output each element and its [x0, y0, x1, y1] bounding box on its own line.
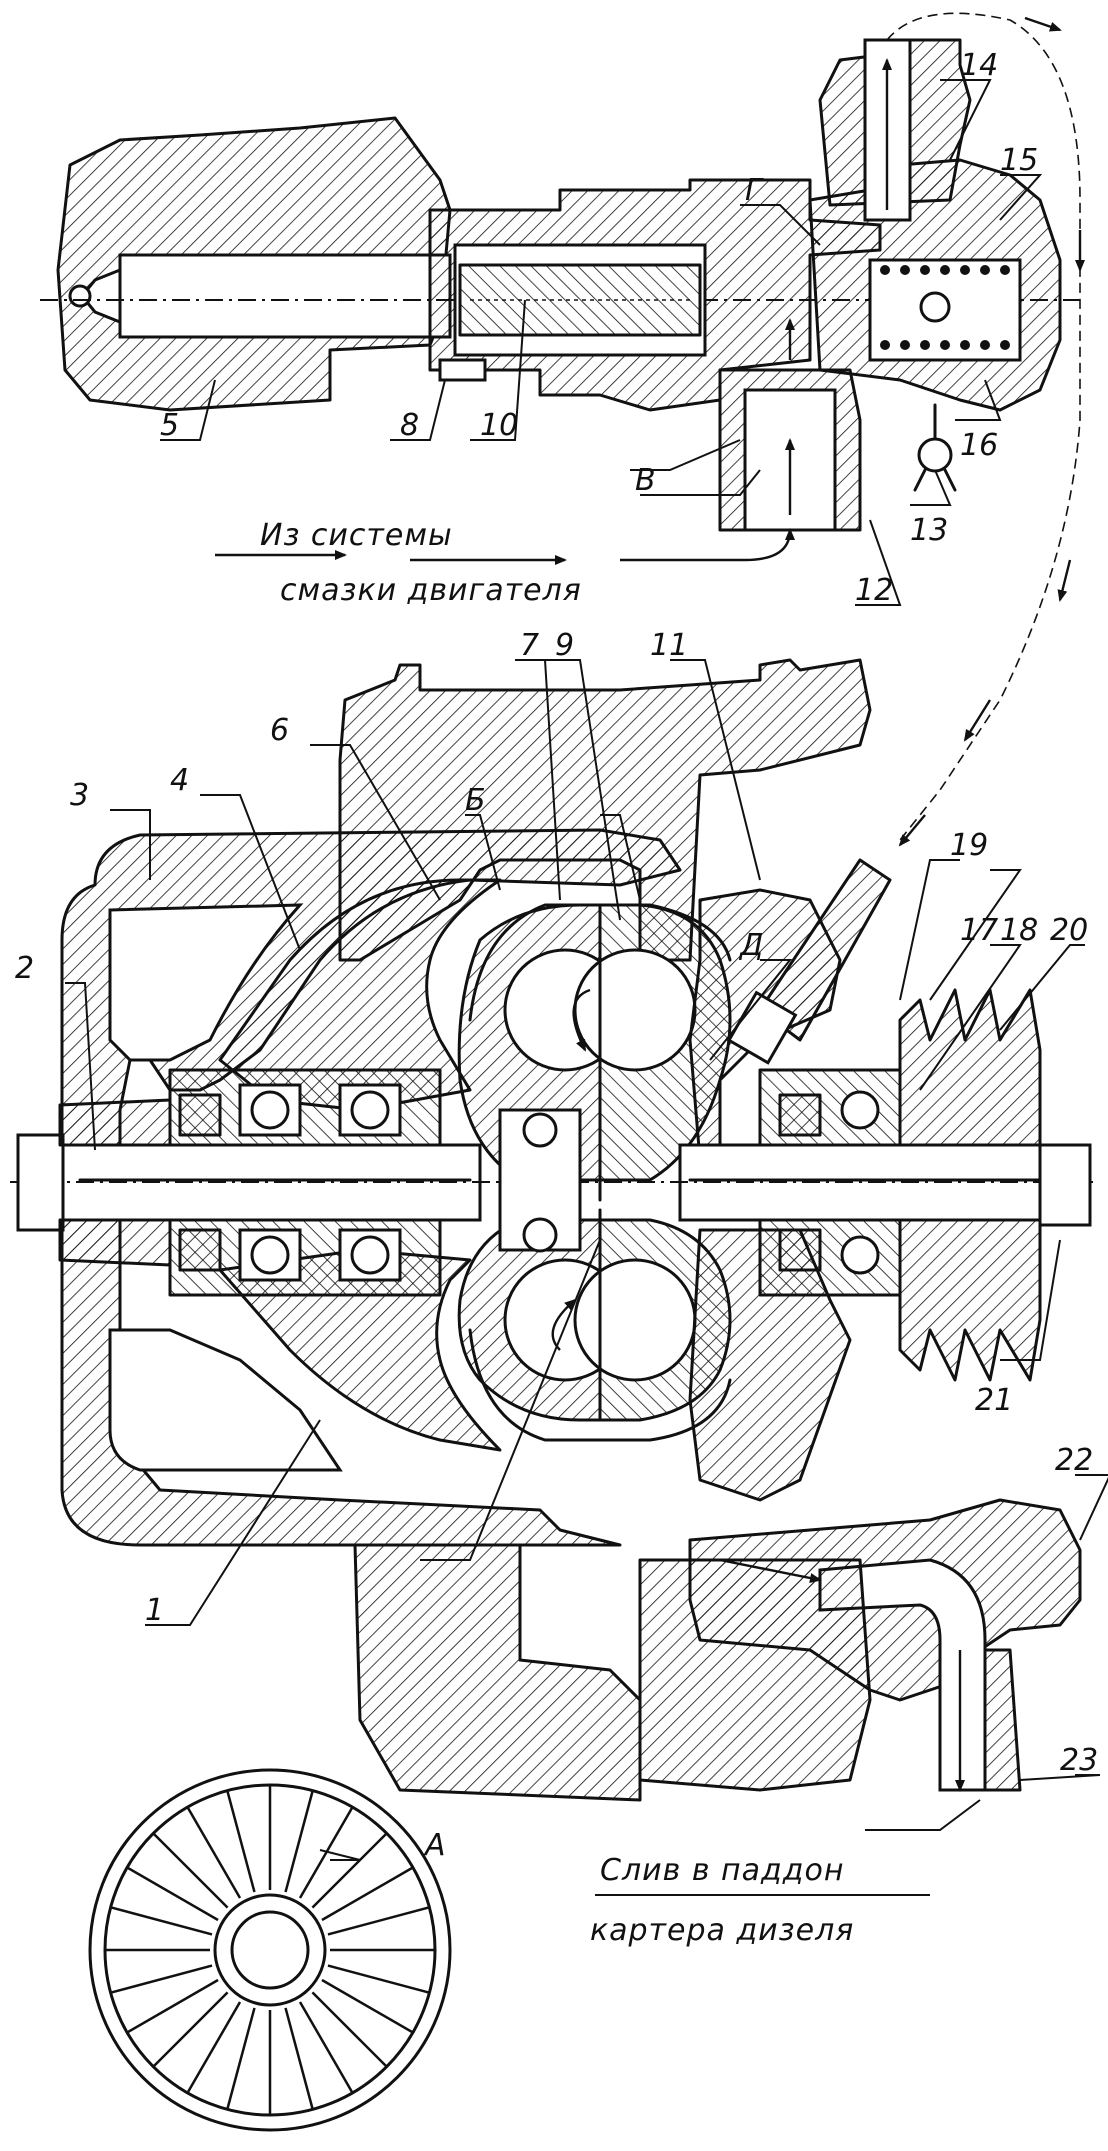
callout-10: 10 — [480, 408, 518, 443]
impeller-outer-rim — [88, 1768, 452, 2132]
callout-16: 16 — [960, 428, 998, 463]
impeller-blade — [126, 1978, 219, 2034]
impeller-blade — [110, 1906, 213, 1936]
callout-3: 3 — [70, 778, 89, 813]
callout-21: 21 — [975, 1383, 1013, 1418]
lower-casing-foot — [353, 1543, 642, 1802]
seal-right-lower — [778, 1228, 822, 1272]
impeller-blade — [186, 2001, 242, 2094]
callout-15: 15 — [1000, 143, 1038, 178]
impeller-blade — [110, 1964, 213, 1994]
center-bearing — [498, 1108, 582, 1253]
pulley-18-20 — [898, 988, 1042, 1147]
callout-8: 8 — [400, 408, 419, 443]
impeller-blade — [311, 1991, 388, 2068]
impeller-blade — [311, 1832, 388, 1909]
turbine-wheel-4-lower — [218, 1248, 502, 1452]
seal-left-lower — [178, 1228, 222, 1272]
spring-seat — [919, 291, 951, 323]
impeller-blade — [186, 1806, 242, 1899]
impeller-blade — [321, 1978, 414, 2034]
inlet-caption-line2: смазки двигателя — [280, 573, 582, 608]
impeller-blade — [284, 1790, 314, 1893]
callout-22: 22 — [1055, 1443, 1093, 1478]
left-bearing-pack — [168, 1068, 442, 1297]
callout-1: 1 — [145, 1593, 164, 1628]
spring-16 — [880, 265, 1010, 350]
callout-17: 17 — [960, 913, 998, 948]
impeller-blades — [105, 1785, 435, 2115]
callout-23: 23 — [1060, 1743, 1098, 1778]
ring-8 — [438, 358, 487, 382]
callout-20: 20 — [1050, 913, 1088, 948]
callout-5: 5 — [160, 408, 179, 443]
zone-letter-g: Г — [745, 173, 764, 208]
pulley-18-20-lower — [898, 1218, 1042, 1382]
jet-nozzle-tip — [726, 990, 798, 1065]
callout-6: 6 — [270, 713, 289, 748]
zone-letter-b: Б — [465, 783, 486, 818]
housing-inner-cavity-lower — [108, 1328, 343, 1472]
callout-leaders — [65, 79, 1108, 1861]
ball-bearing — [250, 1090, 290, 1130]
drain-pipe-23 — [983, 1648, 1022, 1792]
callout-11: 11 — [650, 628, 688, 663]
callout-19: 19 — [950, 828, 988, 863]
callout-labels: 5 8 10 12 13 16 14 15 Г В Из системы сма… — [15, 48, 1098, 1948]
filter-element-10 — [458, 263, 702, 337]
housing-inner-cavity — [108, 903, 304, 1062]
valve-ball — [68, 284, 92, 308]
callout-12: 12 — [855, 573, 893, 608]
impeller-blade — [321, 1866, 414, 1922]
drain-caption-line2: картера дизеля — [590, 1913, 854, 1948]
impeller-hub-outer — [213, 1893, 327, 2007]
ball-bearing — [350, 1090, 390, 1130]
zone-letter-d: Д — [738, 928, 763, 963]
inlet-flow-arrows — [215, 528, 795, 565]
impeller-hub-inner — [230, 1910, 310, 1990]
impeller-blade — [284, 2007, 314, 2110]
fluid-coupling-assembly — [10, 658, 1095, 1802]
impeller-blade — [327, 1964, 430, 1994]
callout-14: 14 — [960, 48, 998, 83]
callout-2: 2 — [15, 951, 34, 986]
callout-18: 18 — [1000, 913, 1038, 948]
impeller-blade — [226, 2007, 256, 2110]
callout-7: 7 — [520, 628, 539, 663]
inlet-caption-line1: Из системы — [260, 518, 453, 553]
hub-flange-left — [58, 1098, 172, 1147]
impeller-blade — [226, 1790, 256, 1893]
impeller-blade — [126, 1866, 219, 1922]
valve-bore — [118, 253, 452, 339]
bolt-head-21 — [1038, 1143, 1092, 1227]
hub-flange-left-lower — [58, 1218, 172, 1267]
impeller-blade — [327, 1906, 430, 1936]
drain-caption-line1: Слив в паддон — [600, 1853, 845, 1888]
turbine-wheel-4 — [218, 878, 502, 1112]
ball-bearing — [250, 1235, 290, 1275]
oil-feed-valve-assembly — [40, 38, 1080, 532]
bolt-head-2 — [16, 1133, 65, 1232]
callout-9: 9 — [555, 628, 574, 663]
impeller-view-a — [88, 1768, 452, 2132]
outlet-flow-route — [886, 12, 1085, 847]
valve-nose — [80, 267, 122, 325]
impeller-blade — [298, 2001, 354, 2094]
seal-right — [778, 1093, 822, 1137]
callout-4: 4 — [170, 763, 189, 798]
zone-letter-a: А — [423, 1828, 446, 1863]
impeller-blade — [152, 1991, 229, 2068]
toroid-flow-cavity-right-lower — [573, 1258, 697, 1382]
right-bearing-pack — [758, 1068, 902, 1297]
impeller-blade — [152, 1832, 229, 1909]
callout-13: 13 — [910, 513, 948, 548]
toroid-flow-cavity-right — [573, 948, 697, 1072]
ball-bearing — [350, 1235, 390, 1275]
lower-casing-right — [638, 1558, 872, 1792]
seal-left — [178, 1093, 222, 1137]
zone-letter-v: В — [635, 463, 656, 498]
